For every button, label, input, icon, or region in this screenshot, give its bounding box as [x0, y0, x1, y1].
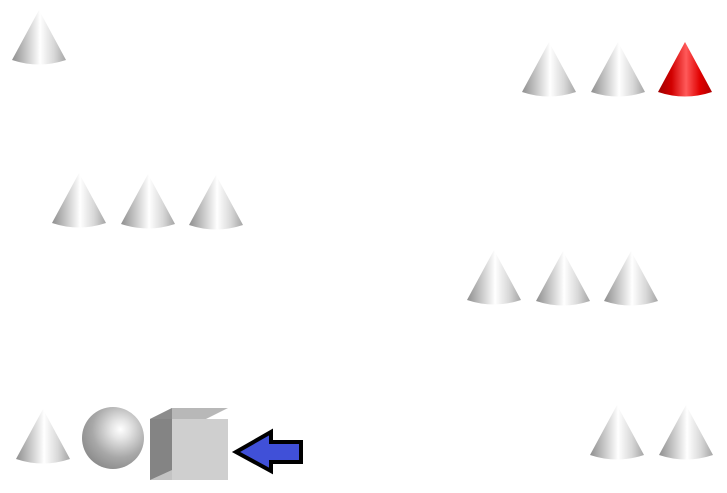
sphere-shape [82, 407, 144, 469]
cone-shape [16, 409, 70, 464]
cone-group-middle-right [467, 250, 658, 306]
blue-arrow-icon [231, 428, 303, 475]
cone-group-middle-left [52, 173, 243, 230]
cube-shape [150, 408, 228, 480]
cone-group-top-left [12, 10, 66, 65]
cone-group-top-right [522, 42, 712, 97]
cone-shape [467, 250, 521, 305]
cone-shape [52, 173, 106, 228]
cone-shape [604, 251, 658, 306]
red-cone-shape [658, 42, 712, 97]
shape-group-bottom-left [16, 407, 303, 480]
cone-shape [536, 251, 590, 306]
cone-group-bottom-right [590, 405, 713, 460]
cone-shape [591, 42, 645, 97]
cone-shape [121, 174, 175, 229]
cone-shape [659, 405, 713, 460]
cone-shape [590, 405, 644, 460]
cone-shape [522, 42, 576, 97]
cone-shape [189, 175, 243, 230]
cone-shape [12, 10, 66, 65]
